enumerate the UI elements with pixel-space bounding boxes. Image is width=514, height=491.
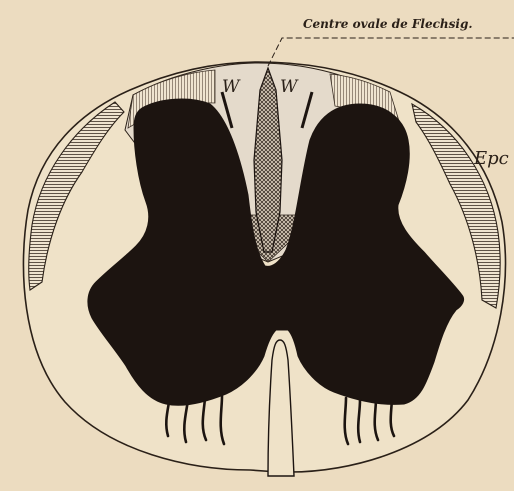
w-left-label: W: [222, 77, 241, 97]
flechsig-leader-line: [268, 38, 514, 66]
epc-label: Epc: [473, 148, 509, 169]
flechsig-label: Centre ovale de Flechsig.: [303, 17, 473, 31]
w-right-label: W: [280, 77, 299, 97]
